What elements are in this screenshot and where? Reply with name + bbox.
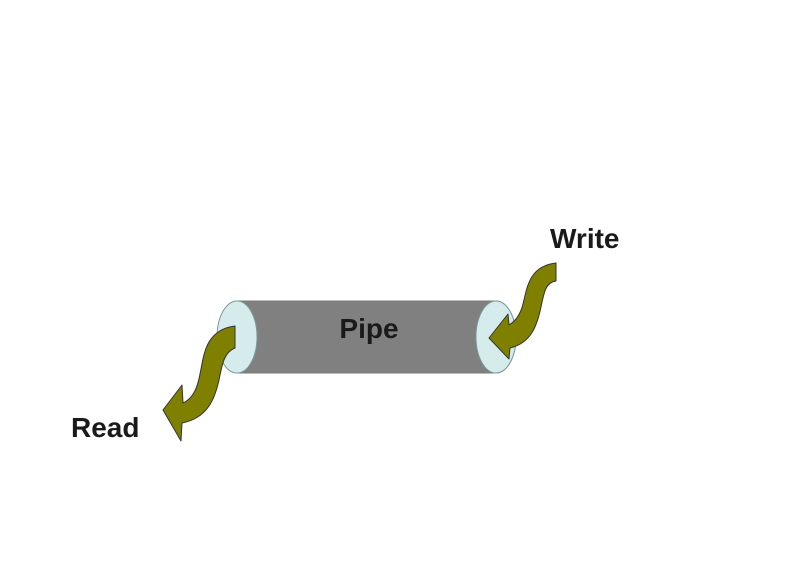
read-arrow-icon [162,325,236,442]
pipe-cylinder [216,300,517,374]
write-label: Write [550,223,620,254]
read-label: Read [71,412,139,443]
write-arrow-icon [488,262,557,360]
pipe-label: Pipe [339,313,398,344]
